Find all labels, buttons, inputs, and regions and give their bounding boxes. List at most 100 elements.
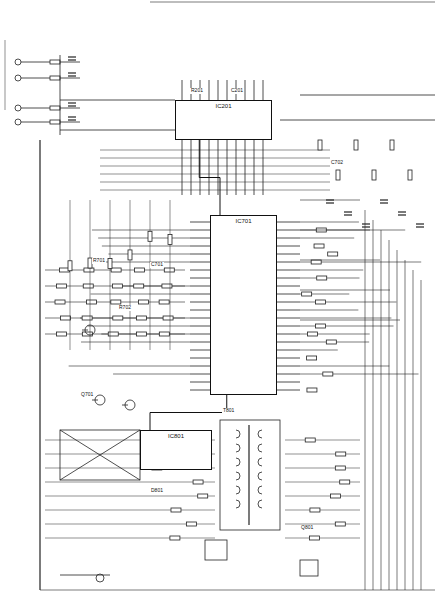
resistor-symbol (323, 372, 333, 376)
wire (190, 294, 210, 295)
resistor-symbol (159, 332, 169, 336)
coil-winding (258, 472, 262, 480)
resistor-symbol (50, 120, 60, 124)
wire (87, 326, 190, 327)
wire (68, 75, 76, 76)
wire (190, 350, 210, 351)
wire (191, 140, 192, 195)
wire (98, 238, 190, 239)
coil-winding (236, 486, 240, 494)
resistor-symbol (310, 508, 320, 512)
wire (68, 59, 76, 60)
coil-winding (258, 458, 262, 466)
coil-winding (258, 486, 262, 494)
wire (300, 366, 389, 367)
resistor-symbol (128, 250, 132, 260)
wire (190, 246, 210, 247)
resistor-symbol (162, 284, 172, 288)
wire (275, 230, 300, 231)
component-label: T801 (222, 408, 235, 414)
wire (275, 350, 300, 351)
resistor-symbol (168, 234, 172, 244)
wire (60, 430, 140, 480)
wire (110, 200, 111, 350)
resistor-symbol (335, 522, 345, 526)
wire (300, 230, 405, 231)
wire (100, 166, 330, 167)
resistor-symbol (335, 466, 345, 470)
wire (413, 270, 414, 590)
resistor-symbol (139, 300, 149, 304)
wire (218, 80, 219, 100)
resistor-symbol (307, 356, 317, 360)
wire (236, 140, 237, 195)
wire (190, 302, 210, 303)
wire (209, 80, 210, 100)
coil-winding (258, 500, 262, 508)
wire (275, 366, 300, 367)
wire (102, 246, 190, 247)
resistor-symbol (170, 536, 180, 540)
jack-symbol (15, 75, 21, 81)
resistor-symbol (108, 259, 112, 269)
component-label: R702 (118, 305, 132, 311)
resistor-symbol (326, 340, 336, 344)
wire (182, 80, 183, 100)
wire (421, 280, 422, 590)
resistor-symbol (302, 292, 312, 296)
wire (300, 230, 370, 231)
wire (68, 116, 76, 117)
resistor-symbol (111, 268, 121, 272)
wire (275, 318, 300, 319)
resistor-symbol (171, 508, 181, 512)
wire (68, 105, 76, 106)
wire (40, 590, 435, 591)
wire (275, 222, 300, 223)
resistor-symbol (390, 140, 394, 150)
resistor-symbol (354, 140, 358, 150)
transformer-block (220, 420, 280, 530)
wire (100, 190, 330, 191)
resistor-symbol (134, 284, 144, 288)
wire (275, 326, 300, 327)
plug-symbol (96, 574, 104, 582)
regulator-block (205, 540, 227, 560)
wire (45, 538, 215, 539)
resistor-symbol (68, 261, 72, 271)
resistor-symbol (82, 316, 92, 320)
wire (362, 226, 370, 227)
resistor-symbol (134, 268, 144, 272)
resistor-symbol (336, 452, 346, 456)
wire (60, 100, 175, 101)
wire (275, 278, 300, 279)
resistor-symbol (318, 140, 322, 150)
resistor-symbol (408, 170, 412, 180)
wire (190, 358, 210, 359)
resistor-symbol (86, 300, 96, 304)
wire (275, 302, 300, 303)
resistor-symbol (315, 300, 325, 304)
resistor-symbol (50, 60, 60, 64)
wire (365, 210, 366, 590)
wire (389, 240, 390, 590)
wire (60, 130, 175, 131)
part-reference: IC801 (141, 431, 211, 441)
resistor-symbol (159, 300, 169, 304)
resistor-symbol (315, 324, 325, 328)
wire (300, 270, 363, 271)
component-label: D801 (150, 488, 164, 494)
wire (326, 202, 334, 203)
wire (45, 482, 215, 483)
signal-wire (199, 140, 220, 215)
wire (275, 342, 300, 343)
wire (398, 214, 406, 215)
wire (362, 223, 370, 224)
component-label: R201 (190, 88, 204, 94)
wire (285, 496, 360, 497)
wire (300, 320, 400, 321)
coil-winding (258, 430, 262, 438)
wire (113, 374, 190, 375)
coil-winding (236, 458, 240, 466)
wire (381, 230, 382, 590)
resistor-symbol (84, 268, 94, 272)
